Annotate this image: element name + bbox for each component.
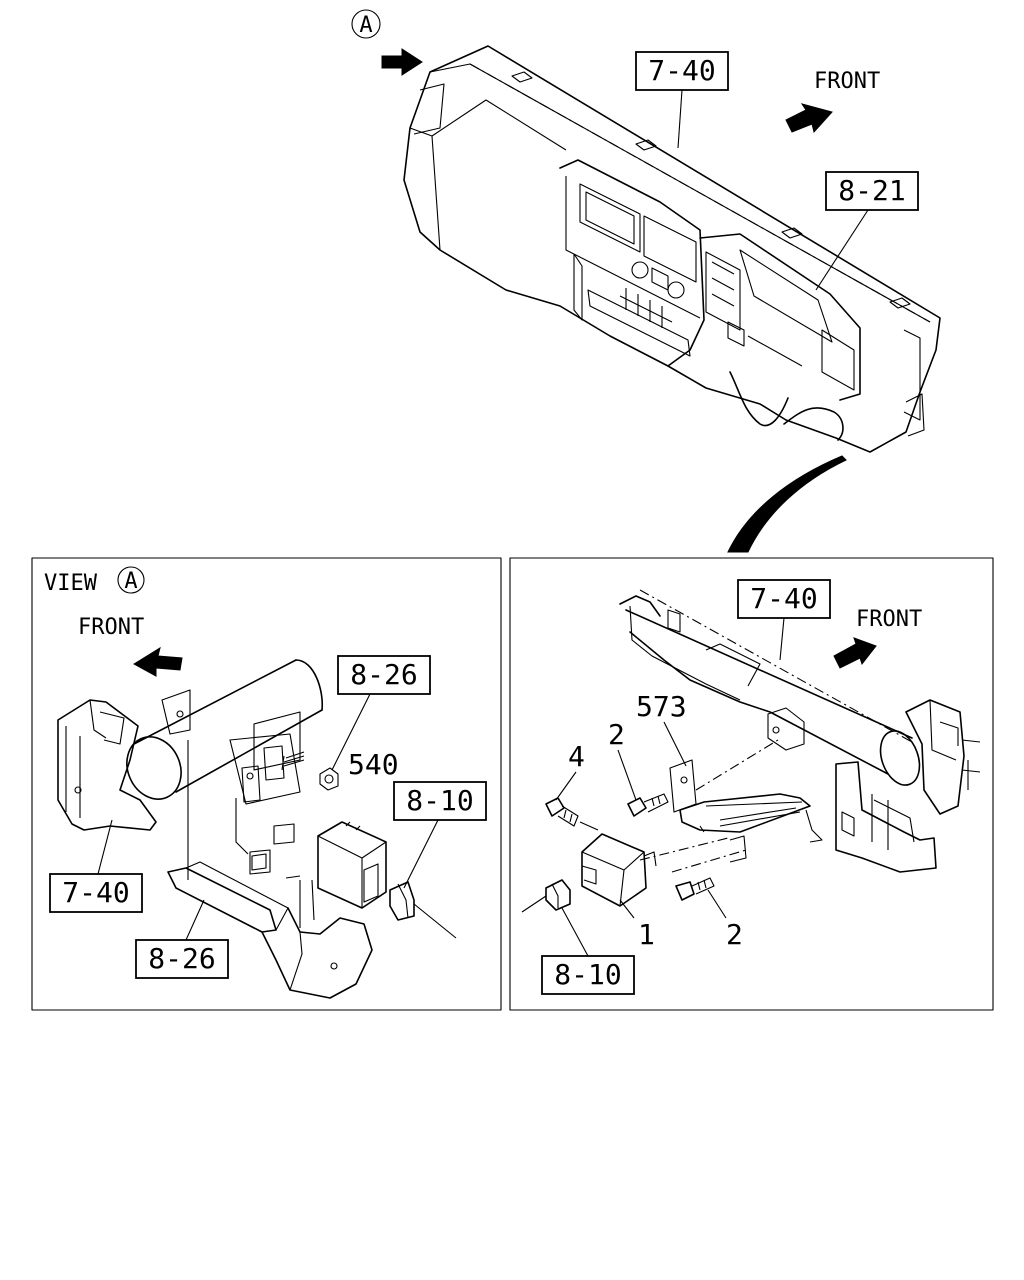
right-part-2-lower: 2 bbox=[726, 918, 743, 951]
right-part-4: 4 bbox=[568, 740, 585, 773]
right-part-1: 1 bbox=[638, 918, 655, 951]
right-assembly bbox=[521, 589, 981, 913]
left-part-540: 540 bbox=[348, 748, 399, 781]
left-ref-8-10-text: 8-10 bbox=[406, 784, 473, 817]
right-panel-frame bbox=[509, 557, 994, 1011]
left-ref-8-26-bottom: 8-26 bbox=[135, 899, 229, 979]
left-front-label: FRONT bbox=[78, 615, 144, 640]
left-ref-7-40-text: 7-40 bbox=[62, 876, 129, 909]
right-front-arrow bbox=[833, 637, 877, 669]
right-front-label: FRONT bbox=[856, 607, 922, 632]
top-ref-7-40-text: 7-40 bbox=[648, 54, 715, 87]
top-front-arrow bbox=[785, 103, 833, 134]
view-a-marker-letter: A bbox=[359, 13, 372, 38]
view-a-marker: A bbox=[351, 9, 381, 39]
left-front-arrow bbox=[133, 646, 183, 677]
left-ref-8-26-top: 8-26 bbox=[331, 655, 431, 771]
right-part-573: 573 bbox=[636, 690, 687, 723]
detail-pointer bbox=[727, 455, 847, 553]
right-ref-8-10: 8-10 bbox=[541, 907, 635, 995]
top-ref-8-21: 8-21 bbox=[815, 171, 919, 291]
left-ref-8-10: 8-10 bbox=[393, 781, 487, 889]
left-assembly bbox=[57, 659, 457, 999]
top-ref-8-21-text: 8-21 bbox=[838, 174, 905, 207]
right-ref-7-40-text: 7-40 bbox=[750, 582, 817, 615]
right-ref-7-40: 7-40 bbox=[737, 579, 831, 661]
dashboard-assembly bbox=[403, 45, 941, 453]
left-ref-8-26-top-text: 8-26 bbox=[350, 658, 417, 691]
left-view-marker-letter: A bbox=[124, 569, 137, 594]
left-ref-7-40: 7-40 bbox=[49, 819, 143, 913]
right-part-2-upper: 2 bbox=[608, 718, 625, 751]
top-front-label: FRONT bbox=[814, 69, 880, 94]
left-ref-8-26-bottom-text: 8-26 bbox=[148, 942, 215, 975]
left-panel-frame bbox=[31, 557, 502, 1011]
left-view-marker: A bbox=[117, 566, 145, 594]
right-ref-8-10-text: 8-10 bbox=[554, 958, 621, 991]
view-a-arrow bbox=[381, 48, 423, 76]
top-ref-7-40: 7-40 bbox=[635, 51, 729, 149]
left-view-label: VIEW bbox=[44, 571, 98, 596]
